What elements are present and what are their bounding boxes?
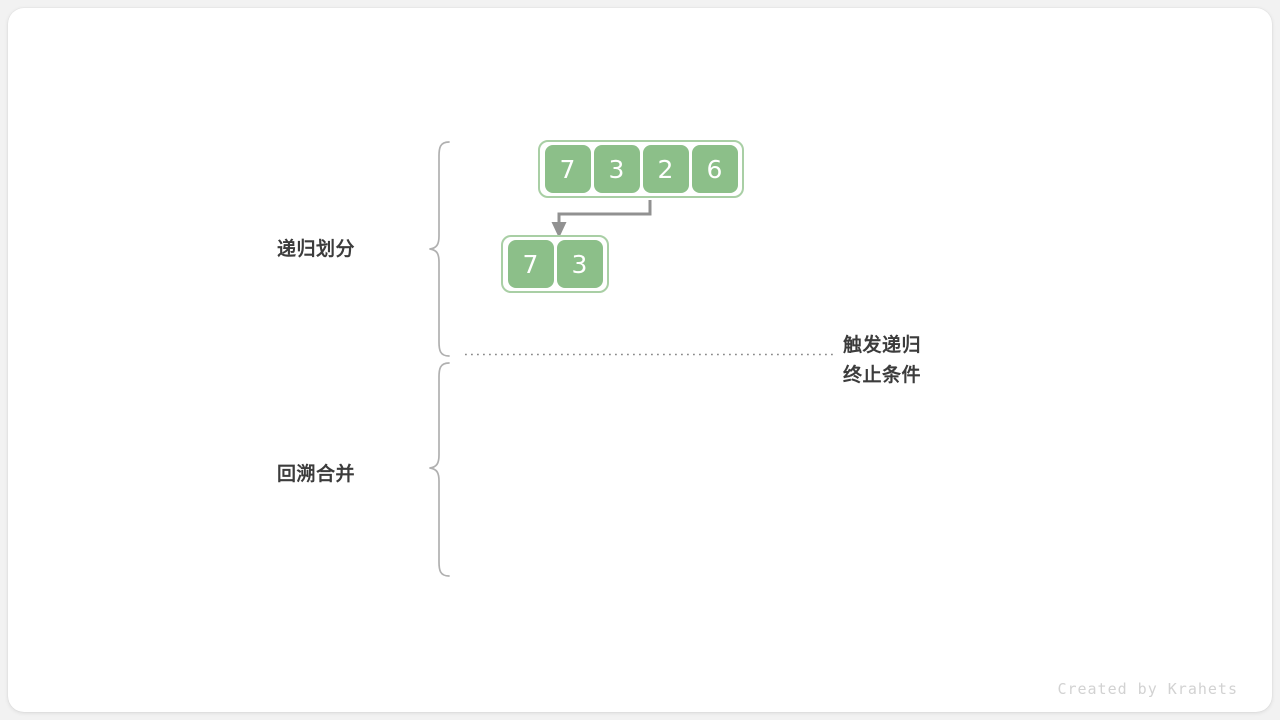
- array-cell: 7: [507, 240, 554, 288]
- section-label-merge: 回溯合并: [276, 464, 355, 485]
- array-cell: 3: [556, 240, 603, 288]
- note-trigger-recursion-line1: 触发递归: [843, 335, 922, 356]
- figure-card: [8, 8, 1272, 712]
- array-cell: 6: [691, 145, 738, 193]
- credit-text: Created by Krahets: [1057, 680, 1238, 698]
- array-root: 7 3 2 6: [538, 140, 744, 198]
- note-trigger-recursion-line2: 终止条件: [843, 365, 922, 386]
- array-left-subarray: 7 3: [501, 235, 609, 293]
- section-label-divide: 递归划分: [276, 239, 355, 260]
- array-cell: 7: [544, 145, 591, 193]
- array-cell: 3: [593, 145, 640, 193]
- array-cell: 2: [642, 145, 689, 193]
